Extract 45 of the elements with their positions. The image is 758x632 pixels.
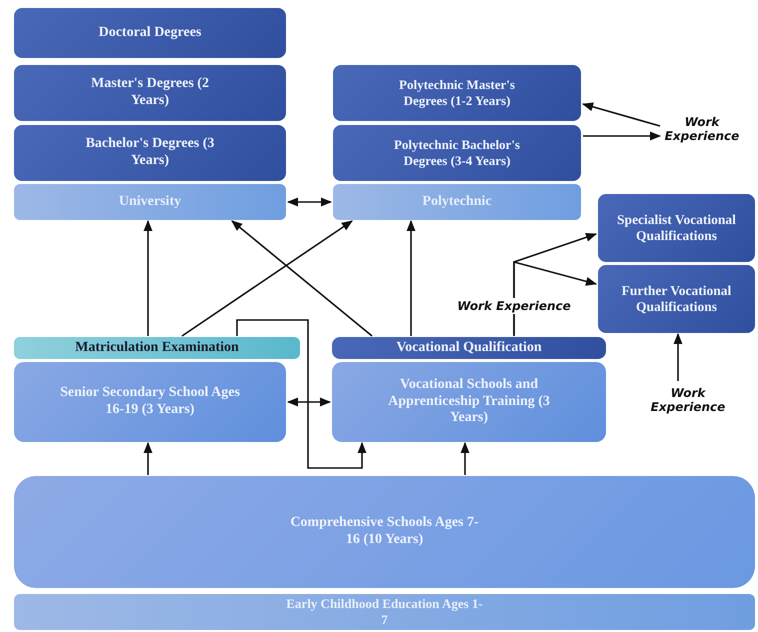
arrow [406,220,416,336]
arrow [236,319,366,469]
level-box [333,184,581,220]
arrow [231,220,372,337]
level-box [332,362,606,442]
box-label: Bachelor's Degrees (3 Years) [84,136,216,170]
box-label: Polytechnic Master's Degrees (1-2 Years) [398,77,516,109]
level-box [333,65,581,121]
box-label: Doctoral Degrees [98,24,202,42]
box-label: Polytechnic [422,194,492,210]
box-label: Polytechnic Bachelor's Degrees (3-4 Years) [392,137,521,169]
arrow [144,442,152,475]
level-box [14,8,286,58]
box-label: Vocational Qualification [396,340,542,356]
note-text: Work Experience [650,386,726,414]
box-label: Early Childhood Education Ages 1-7 [285,596,484,628]
level-box [333,125,581,181]
level-box [14,476,755,588]
arrow [286,198,332,206]
level-box [14,594,755,630]
box-label: Matriculation Examination [75,340,239,356]
level-box [14,184,286,220]
arrow [144,220,152,336]
arrow [286,398,332,406]
level-box [14,65,286,121]
arrow [674,332,682,381]
level-box [598,265,755,333]
level-box [332,337,606,359]
level-box [14,337,300,359]
level-box [14,362,286,442]
arrow [583,132,662,140]
arrow [460,442,470,475]
box-label: Comprehensive Schools Ages 7-16 (10 Years) [290,515,480,549]
note-text: Work Experience [664,114,740,144]
box-label: Master's Degrees (2 Years) [90,76,210,110]
arrow [513,260,598,336]
arrow [182,220,353,337]
arrow [582,102,660,127]
box-label: Further Vocational Qualifications [620,282,732,316]
level-box [14,125,286,181]
level-box [598,194,755,262]
box-label: Senior Secondary School Ages 16-19 (3 Years) [59,385,241,419]
box-label: University [118,194,182,210]
box-label: Vocational Schools and Apprenticeship Training (3 Years) [387,376,551,428]
box-label: Specialist Vocational Qualifications [616,212,736,244]
